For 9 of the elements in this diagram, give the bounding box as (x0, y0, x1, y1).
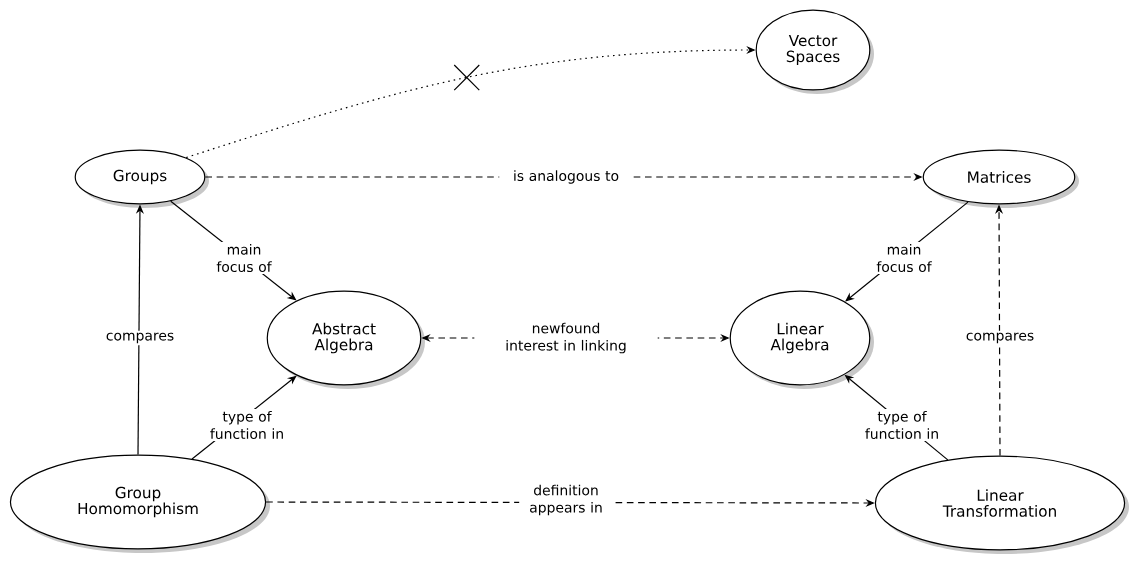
edge-label: type of function in (200, 409, 294, 441)
edge-label: is analogous to (499, 168, 633, 186)
edge-label: type of function in (855, 409, 949, 441)
edge-label: main focus of (207, 242, 281, 274)
edge-label: newfound interest in linking (474, 320, 658, 356)
edge-label: compares (958, 330, 1042, 346)
edge-label: main focus of (867, 242, 941, 274)
edge-label: definition appears in (519, 482, 613, 518)
edge-label: compares (98, 330, 182, 346)
